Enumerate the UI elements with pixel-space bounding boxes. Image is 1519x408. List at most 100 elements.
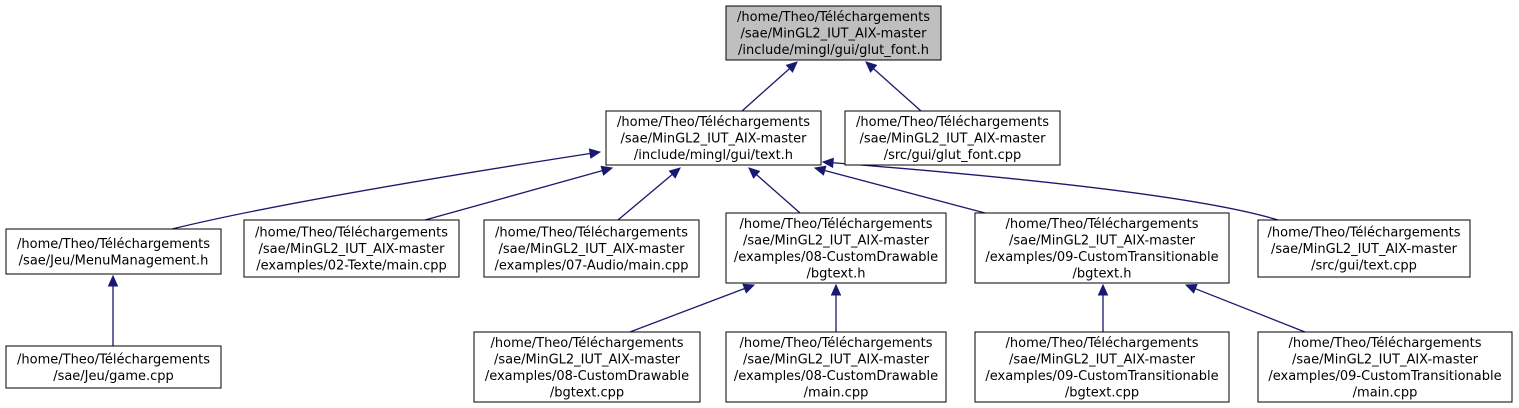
node-label-line: /examples/02-Texte/main.cpp [256, 259, 446, 274]
arrowhead-icon [821, 157, 834, 169]
node-label-line: /home/Theo/Téléchargements [740, 217, 933, 232]
node-box [725, 212, 947, 284]
arrowhead-icon [1184, 283, 1198, 294]
arrowhead-icon [107, 274, 119, 287]
node-label-line: /home/Theo/Téléchargements [1006, 217, 1199, 232]
node-label-line: /home/Theo/Téléchargements [740, 336, 933, 351]
edge-line [832, 162, 1279, 221]
node-box [5, 345, 222, 389]
arrowhead-icon [742, 283, 756, 294]
dependency-edge-ex09_bgtext_h-to-text_h [813, 165, 986, 214]
node-box [974, 212, 1230, 284]
file-node-game-cpp[interactable]: /home/Theo/Téléchargements/sae/Jeu/game.… [5, 345, 222, 389]
node-label-line: /bgtext.cpp [1065, 385, 1139, 400]
file-node-ex09-bgtext-cpp[interactable]: /home/Theo/Téléchargements/sae/MinGL2_IU… [974, 331, 1230, 403]
node-label-line: /sae/MinGL2_IUT_AIX-master [1009, 352, 1196, 367]
node-label-line: /main.cpp [1353, 385, 1418, 400]
node-box [974, 331, 1230, 403]
edge-line [629, 287, 745, 333]
file-node-ex08-bgtext-cpp[interactable]: /home/Theo/Téléchargements/sae/MinGL2_IU… [473, 331, 701, 403]
node-label-line: /sae/MinGL2_IUT_AIX-master [860, 132, 1047, 147]
node-box [725, 5, 942, 61]
dependency-edge-game_cpp-to-menu_h [107, 274, 119, 346]
node-label-line: /examples/09-CustomTransitionable [985, 250, 1218, 265]
node-label-line: /sae/MinGL2_IUT_AIX-master [259, 242, 446, 257]
edge-line [171, 152, 591, 230]
node-label-line: /sae/MinGL2_IUT_AIX-master [621, 132, 808, 147]
dependency-edge-ex02_main-to-text_h [424, 165, 614, 221]
file-node-ex02-main[interactable]: /home/Theo/Téléchargements/sae/MinGL2_IU… [243, 219, 460, 278]
node-layer: /home/Theo/Téléchargements/sae/MinGL2_IU… [5, 5, 1513, 403]
node-label-line: /sae/MinGL2_IUT_AIX-master [743, 352, 930, 367]
edge-layer [107, 61, 1306, 346]
node-box [725, 331, 947, 403]
file-node-menu-h[interactable]: /home/Theo/Téléchargements/sae/Jeu/MenuM… [5, 228, 222, 275]
dependency-edge-ex07_main-to-text_h [617, 167, 681, 221]
arrowhead-icon [748, 167, 761, 179]
arrowhead-icon [588, 148, 602, 159]
dependency-edge-ex08_bgtext_cpp-to-ex08_bgtext_h [629, 283, 756, 333]
node-label-line: /examples/08-CustomDrawable [734, 369, 938, 384]
node-box [483, 219, 700, 278]
node-box [473, 331, 701, 403]
node-label-line: /include/mingl/gui/glut_font.h [738, 43, 929, 58]
file-node-ex09-bgtext-h[interactable]: /home/Theo/Téléchargements/sae/MinGL2_IU… [974, 212, 1230, 284]
node-label-line: /sae/MinGL2_IUT_AIX-master [1009, 233, 1196, 248]
arrowhead-icon [785, 61, 798, 73]
node-label-line: /sae/MinGL2_IUT_AIX-master [499, 242, 686, 257]
node-label-line: /examples/08-CustomDrawable [485, 369, 689, 384]
node-label-line: /examples/08-CustomDrawable [734, 250, 938, 265]
node-label-line: /src/gui/glut_font.cpp [884, 148, 1022, 163]
node-box [243, 219, 460, 278]
file-node-glut-font-h[interactable]: /home/Theo/Téléchargements/sae/MinGL2_IU… [725, 5, 942, 61]
file-node-ex08-bgtext-h[interactable]: /home/Theo/Téléchargements/sae/MinGL2_IU… [725, 212, 947, 284]
node-label-line: /home/Theo/Téléchargements [255, 226, 448, 241]
node-label-line: /examples/09-CustomTransitionable [1268, 369, 1501, 384]
edge-line [741, 68, 790, 112]
node-label-line: /sae/Jeu/MenuManagement.h [19, 253, 209, 268]
node-label-line: /home/Theo/Téléchargements [491, 336, 684, 351]
node-label-line: /home/Theo/Téléchargements [17, 352, 210, 367]
dependency-edge-ex08_bgtext_h-to-text_h [748, 167, 801, 214]
node-label-line: /bgtext.h [1073, 266, 1132, 281]
node-label-line: /sae/MinGL2_IUT_AIX-master [741, 27, 928, 42]
node-label-line: /home/Theo/Téléchargements [617, 115, 810, 130]
arrowhead-icon [830, 283, 842, 296]
edge-line [756, 174, 801, 214]
edge-line [1195, 288, 1306, 333]
file-node-text-h[interactable]: /home/Theo/Téléchargements/sae/MinGL2_IU… [605, 110, 822, 166]
arrowhead-icon [813, 165, 827, 176]
edge-line [617, 173, 673, 221]
node-label-line: /bgtext.h [807, 266, 866, 281]
node-box [605, 110, 822, 166]
arrowhead-icon [865, 61, 878, 73]
file-node-ex09-main[interactable]: /home/Theo/Téléchargements/sae/MinGL2_IU… [1257, 331, 1513, 403]
edge-line [424, 170, 603, 221]
edge-line [873, 68, 922, 112]
node-label-line: /home/Theo/Téléchargements [737, 10, 930, 25]
file-node-ex07-main[interactable]: /home/Theo/Téléchargements/sae/MinGL2_IU… [483, 219, 700, 278]
node-label-line: /home/Theo/Téléchargements [17, 237, 210, 252]
dependency-edge-glut_font_cpp-to-glut_font_h [865, 61, 922, 112]
node-label-line: /src/gui/text.cpp [1311, 259, 1417, 274]
node-label-line: /home/Theo/Téléchargements [1006, 336, 1199, 351]
node-label-line: /home/Theo/Téléchargements [1289, 336, 1482, 351]
file-node-text-cpp[interactable]: /home/Theo/Téléchargements/sae/MinGL2_IU… [1257, 219, 1471, 278]
file-node-glut-font-cpp[interactable]: /home/Theo/Téléchargements/sae/MinGL2_IU… [844, 110, 1061, 166]
file-node-ex08-main[interactable]: /home/Theo/Téléchargements/sae/MinGL2_IU… [725, 331, 947, 403]
node-label-line: /examples/09-CustomTransitionable [985, 369, 1218, 384]
node-label-line: /home/Theo/Téléchargements [495, 226, 688, 241]
dependency-edge-ex08_main-to-ex08_bgtext_h [830, 283, 842, 332]
node-label-line: /home/Theo/Téléchargements [1268, 226, 1461, 241]
node-label-line: /sae/MinGL2_IUT_AIX-master [1271, 242, 1458, 257]
node-box [1257, 331, 1513, 403]
node-label-line: /main.cpp [804, 385, 869, 400]
node-label-line: /examples/07-Audio/main.cpp [494, 259, 688, 274]
node-box [1257, 219, 1471, 278]
arrowhead-icon [668, 167, 681, 179]
node-label-line: /sae/MinGL2_IUT_AIX-master [494, 352, 681, 367]
node-box [844, 110, 1061, 166]
dependency-edge-text_cpp-to-text_h [821, 157, 1279, 221]
node-label-line: /sae/MinGL2_IUT_AIX-master [1292, 352, 1479, 367]
